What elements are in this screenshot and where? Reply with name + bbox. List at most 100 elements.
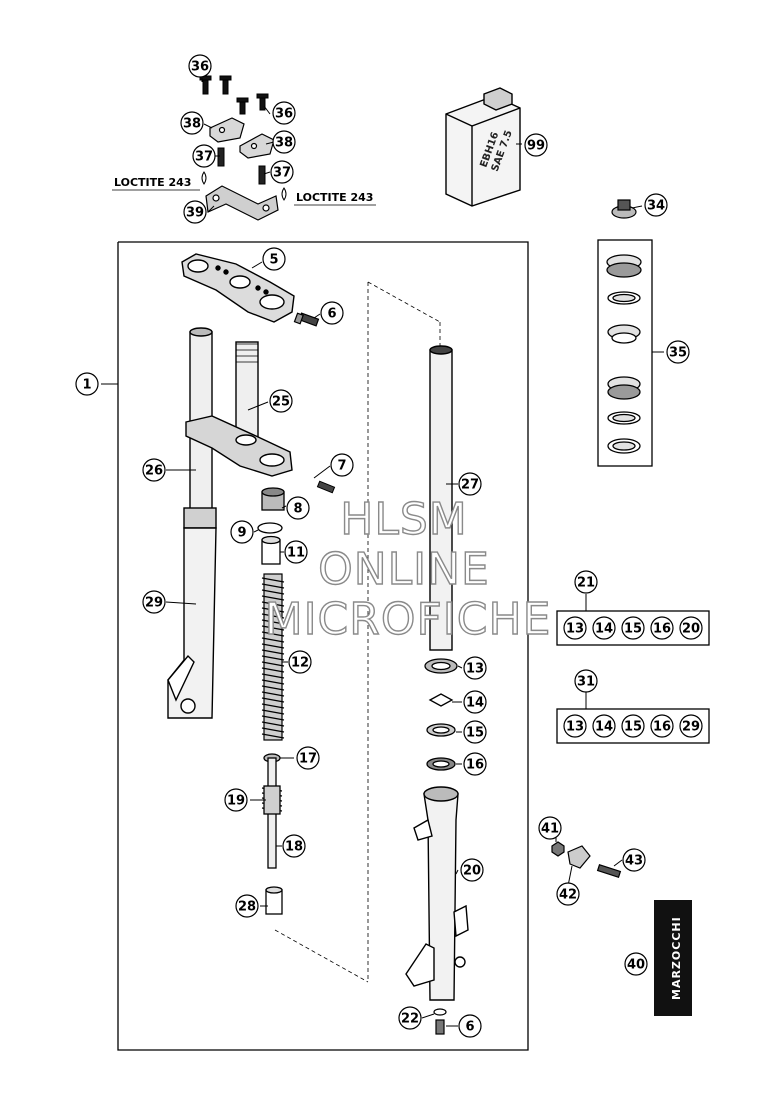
callout-number: 17	[299, 752, 317, 767]
kit-item-circle	[621, 616, 645, 640]
callout-number: 41	[541, 822, 559, 837]
kit-item-number: 16	[653, 622, 671, 637]
callout-circle	[556, 882, 580, 906]
callout-circle	[666, 340, 690, 364]
callout-circle	[286, 496, 310, 520]
o-ring-9	[257, 522, 283, 534]
callout-8: 8	[286, 496, 310, 520]
clamp-bolt-6	[293, 312, 320, 327]
callout-number: 40	[627, 958, 645, 973]
callout-22: 22	[398, 1006, 422, 1030]
callout-38b: 38	[272, 130, 296, 154]
steering-cap-34	[611, 199, 637, 219]
callout-number: 25	[272, 395, 290, 410]
marzocchi-badge	[654, 900, 692, 1016]
callout-circle	[463, 690, 487, 714]
spring-coil	[261, 637, 285, 643]
callout-circle	[574, 570, 598, 594]
spring-coil	[261, 649, 285, 655]
kit-item-circle	[621, 714, 645, 738]
callout-19: 19	[224, 788, 248, 812]
callout-number: 29	[145, 596, 163, 611]
callout-circle	[269, 389, 293, 413]
inner-tube-27	[429, 345, 453, 651]
callout-7: 7	[330, 453, 354, 477]
spring-coil	[261, 589, 285, 595]
callout-34: 34	[644, 193, 668, 217]
callout-number: 27	[461, 478, 479, 493]
callout-number: 1	[82, 378, 91, 393]
callout-circle	[180, 111, 204, 135]
spring-coil	[261, 577, 285, 583]
callout-number: 13	[466, 662, 484, 677]
callout-circle	[284, 540, 308, 564]
callout-circle	[272, 101, 296, 125]
kit-item-number: 20	[682, 622, 700, 637]
callout-circle	[262, 247, 286, 271]
spring-coil	[261, 613, 285, 619]
callout-circle	[272, 130, 296, 154]
watermark-line1: HLSM	[340, 494, 468, 545]
callout-circle	[235, 894, 259, 918]
clamp-halves-38	[209, 117, 275, 159]
callout-number: 20	[463, 864, 481, 879]
kit-item-number: 16	[653, 720, 671, 735]
lower-triple-clamp-26	[185, 415, 293, 477]
callout-37a: 37	[192, 144, 216, 168]
callout-number: 35	[669, 346, 687, 361]
spring-coil	[261, 601, 285, 607]
fork-oil-can	[445, 87, 521, 207]
callout-number: 7	[337, 459, 346, 474]
callout-29: 29	[142, 590, 166, 614]
spring-coil	[261, 685, 285, 691]
callout-6b: 6	[458, 1014, 482, 1038]
callout-number: 36	[275, 107, 293, 122]
callout-99: 99	[524, 133, 548, 157]
callout-27: 27	[458, 472, 482, 496]
watermark-line3: MICROFICHE	[265, 594, 552, 645]
callout-36b: 36	[272, 101, 296, 125]
callout-number: 99	[527, 139, 545, 154]
assembly-frame	[117, 241, 529, 1051]
callout-39: 39	[183, 200, 207, 224]
callout-number: 34	[647, 199, 665, 214]
callout-number: 21	[577, 576, 595, 591]
callout-42: 42	[556, 882, 580, 906]
kit-item-number: 15	[624, 720, 642, 735]
spring-coil	[261, 679, 285, 685]
callout-number: 42	[559, 888, 577, 903]
spring-coil	[261, 619, 285, 625]
callout-circle	[460, 858, 484, 882]
callout-circle	[398, 1006, 422, 1030]
spring-coil	[261, 697, 285, 703]
callout-number: 9	[237, 526, 246, 541]
callout-circle	[644, 193, 668, 217]
callout-circle	[624, 952, 648, 976]
callout-number: 18	[285, 840, 303, 855]
callout-number: 8	[293, 502, 302, 517]
marzocchi-badge-text: MARZOCCHI	[670, 916, 683, 1000]
callout-12: 12	[288, 650, 312, 674]
callout-13: 13	[463, 656, 487, 680]
outer-tube-20	[405, 786, 469, 1001]
screws-37	[217, 147, 266, 185]
callout-number: 37	[195, 150, 213, 165]
kit-31-item: 29	[679, 714, 703, 738]
loctite-right-label: LOCTITE 243	[296, 191, 373, 204]
spring-coil	[261, 673, 285, 679]
kit-item-number: 14	[595, 622, 613, 637]
callout-circle	[183, 200, 207, 224]
callout-number: 5	[269, 253, 278, 268]
spring-coil	[261, 595, 285, 601]
spring-coil	[261, 691, 285, 697]
spring-coil	[261, 727, 285, 733]
callout-number: 14	[466, 696, 484, 711]
bearing-kit-parts	[606, 254, 642, 454]
clamp-bolt-7	[316, 480, 336, 494]
spring-coil	[261, 703, 285, 709]
callout-26: 26	[142, 458, 166, 482]
upper-triple-clamp	[181, 253, 295, 323]
callout-circle	[538, 816, 562, 840]
